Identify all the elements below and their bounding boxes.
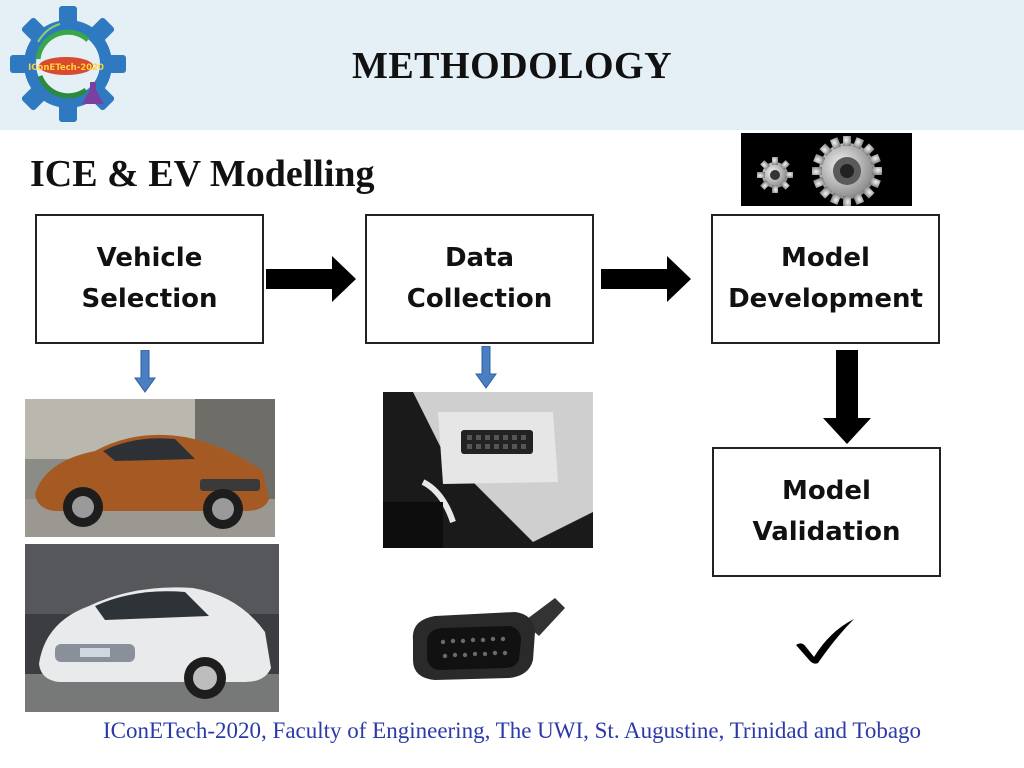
step-data-collection: Data Collection <box>365 214 594 344</box>
step-vehicle-selection: Vehicle Selection <box>35 214 264 344</box>
check-mark-icon <box>796 619 854 664</box>
section-subtitle: ICE & EV Modelling <box>30 153 375 195</box>
step-label: Data Collection <box>406 243 553 314</box>
step-label: Vehicle Selection <box>81 243 218 314</box>
obd-connector-icon <box>412 598 565 680</box>
obd-port-image <box>383 392 593 548</box>
slide-title: METHODOLOGY <box>351 45 673 87</box>
ice-car-image <box>25 399 275 537</box>
arrow-right-icon <box>601 256 691 302</box>
header-band <box>0 0 1024 130</box>
small-arrow-down-icon <box>475 346 497 389</box>
step-model-validation: Model Validation <box>712 447 941 577</box>
step-model-development: Model Development <box>711 214 940 344</box>
logo-text: IConETech-2020 <box>28 63 104 73</box>
step-label: Model Validation <box>752 476 901 547</box>
footer-text: IConETech-2020, Faculty of Engineering, … <box>102 718 922 743</box>
conference-logo: IConETech-2020 <box>6 4 134 124</box>
step-label: Model Development <box>728 243 923 314</box>
small-arrow-down-icon <box>134 350 156 393</box>
arrow-right-icon <box>266 256 356 302</box>
ev-car-image <box>25 544 279 712</box>
arrow-down-icon <box>823 350 871 444</box>
gears-icon <box>741 133 912 206</box>
